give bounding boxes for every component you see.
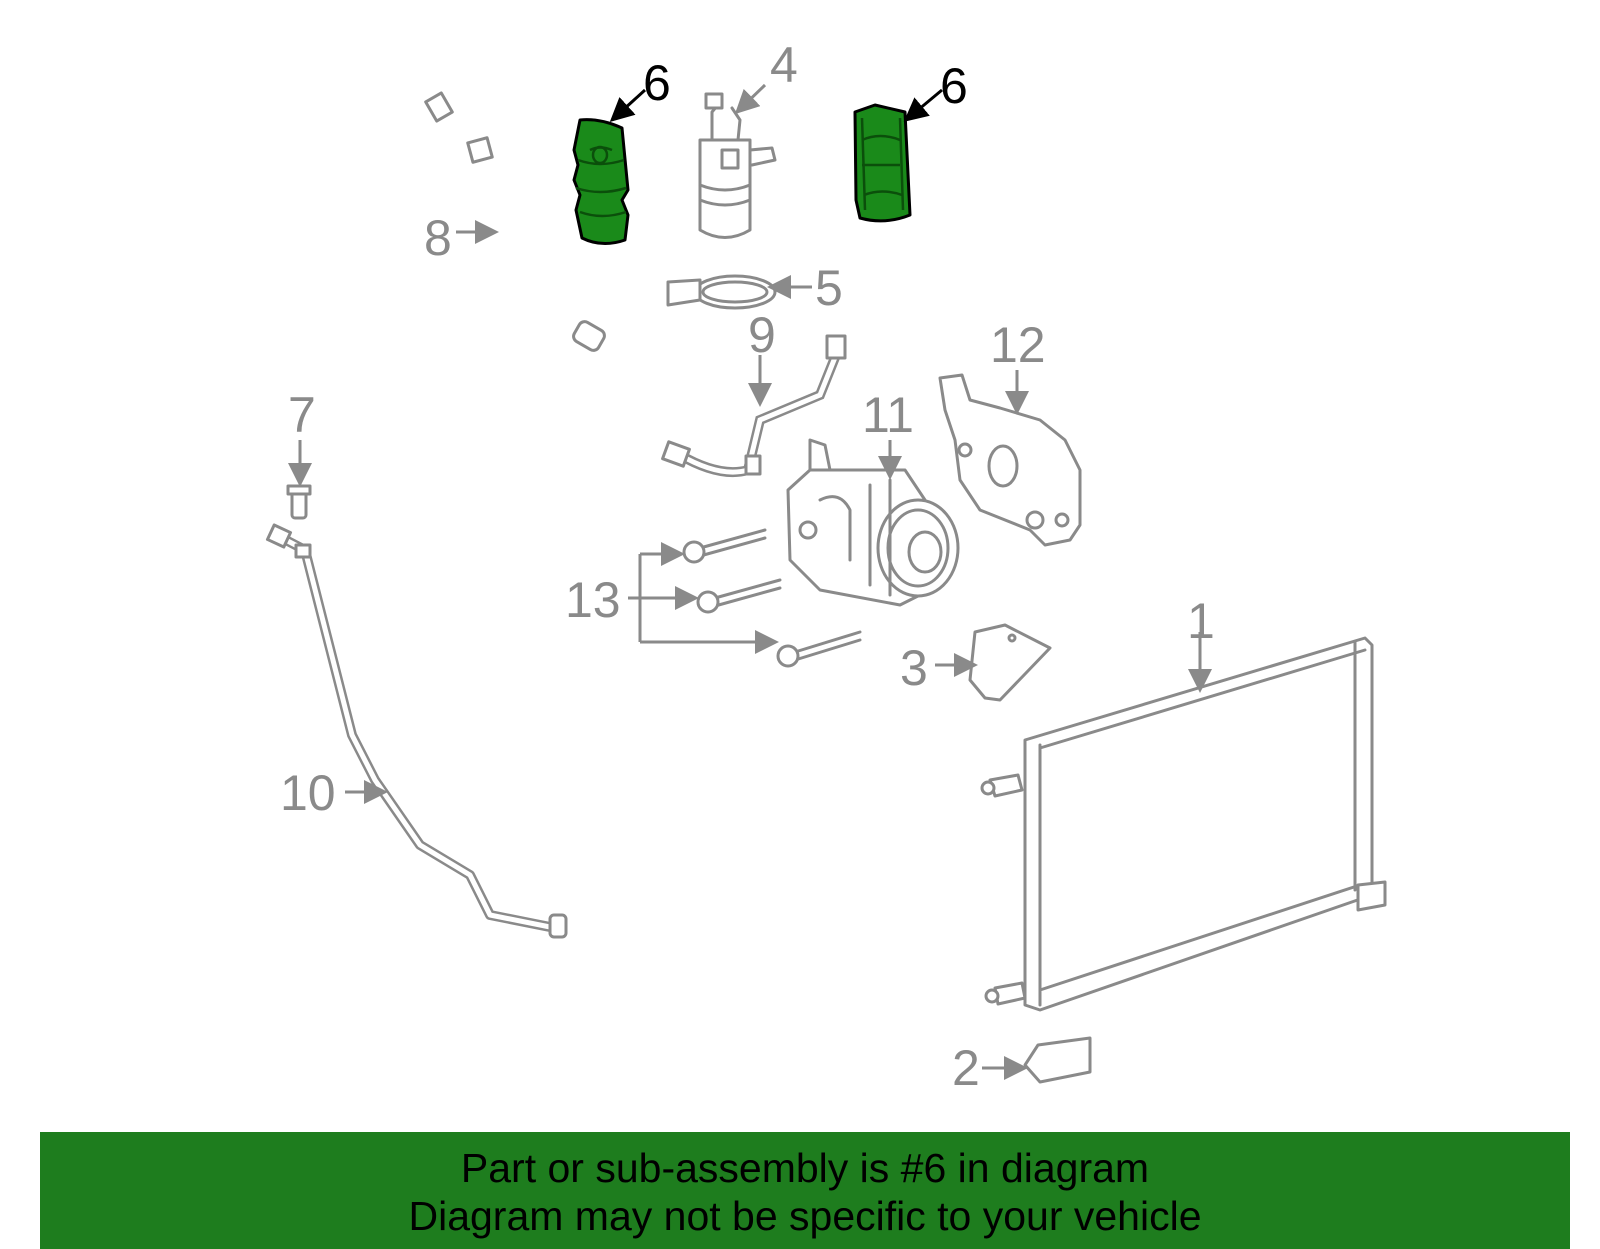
part-5-strap [666, 274, 777, 310]
part-9-line [661, 334, 847, 478]
callout-6-right: 6 [940, 58, 968, 114]
part-6-cover-left [572, 118, 630, 245]
callout-3: 3 [900, 640, 928, 696]
parts-diagram: 1 2 3 4 5 6 6 7 8 9 10 11 12 13 [265, 37, 1387, 1096]
callout-12: 12 [990, 317, 1046, 373]
callout-8: 8 [424, 210, 452, 266]
callout-6-left: 6 [643, 55, 671, 111]
part-6-cover-right [853, 103, 912, 223]
part-4-drier [698, 92, 777, 239]
callout-5: 5 [815, 260, 843, 316]
leader-13 [628, 542, 779, 654]
info-banner: Part or sub-assembly is #6 in diagram Di… [40, 1132, 1570, 1249]
leader-4 [734, 83, 767, 115]
leader-6-right [903, 88, 943, 122]
part-1-condenser [980, 636, 1387, 1012]
callout-13: 13 [565, 572, 621, 628]
part-2-bracket [1023, 1036, 1092, 1084]
callout-7: 7 [288, 387, 316, 443]
part-12-bracket [938, 373, 1082, 547]
callout-1: 1 [1187, 593, 1215, 649]
part-3-bracket [968, 623, 1052, 702]
part-10-line [265, 523, 568, 939]
callout-10: 10 [280, 765, 336, 821]
callout-11: 11 [862, 387, 914, 443]
callout-9: 9 [748, 307, 776, 363]
part-7-valve [286, 484, 312, 520]
part-8-hose [424, 91, 606, 352]
part-11-compressor [786, 438, 960, 607]
banner-line-1: Part or sub-assembly is #6 in diagram [460, 1145, 1150, 1191]
banner-line-2: Diagram may not be specific to your vehi… [408, 1193, 1202, 1239]
callout-4: 4 [770, 37, 798, 93]
leader-6-left [609, 88, 647, 123]
part-13-bolts [682, 528, 862, 668]
callout-2: 2 [952, 1040, 980, 1096]
